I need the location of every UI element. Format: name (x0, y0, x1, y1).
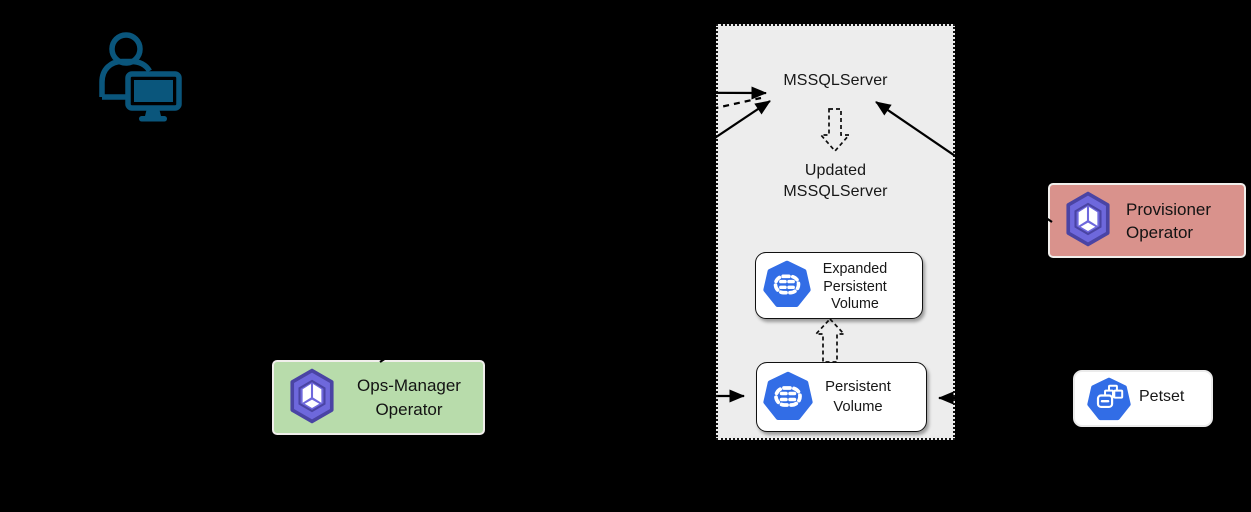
provisioner-operator-label: Provisioner Operator (1126, 198, 1211, 244)
operator-cube-icon (1062, 190, 1114, 248)
persistent-volume-line2: Volume (833, 399, 883, 415)
arrow-ops-manager-to-mssqlserver (379, 100, 771, 363)
persistent-volume-line1: Persistent (825, 379, 891, 395)
ops-manager-operator-label: Ops-Manager Operator (338, 374, 480, 422)
mssqlserver-label: MSSQLServer (783, 72, 888, 89)
petset-label: Petset (1139, 388, 1185, 405)
ops-manager-line2: Operator (375, 400, 443, 419)
operator-cube-icon (286, 367, 338, 425)
updated-mssqlserver-line1: Updated (804, 162, 867, 179)
updated-mssqlserver-label: Updated MSSQLServer (716, 160, 955, 202)
provisioner-line1: Provisioner (1126, 200, 1212, 219)
provisioner-line2: Operator (1126, 223, 1194, 242)
petset-box (1073, 370, 1213, 427)
k8s-persistent-volume-icon (763, 370, 813, 422)
arrow-user-to-mssqlserver (194, 86, 767, 100)
k8s-petset-icon (1087, 376, 1131, 422)
expanded-pv-line3: Volume (831, 296, 879, 312)
expanded-pv-line2: Persistent (823, 278, 887, 295)
updated-mssqlserver-line2: MSSQLServer (783, 183, 888, 200)
user-at-computer-icon (95, 30, 187, 125)
expanded-pv-line1: Expanded (822, 261, 888, 277)
persistent-volume-label: Persistent Volume (806, 377, 910, 417)
ops-manager-line1: Ops-Manager (357, 376, 461, 395)
expanded-persistent-volume-label: Expanded Persistent Volume (805, 261, 905, 314)
k8s-persistent-volume-icon (763, 259, 811, 309)
